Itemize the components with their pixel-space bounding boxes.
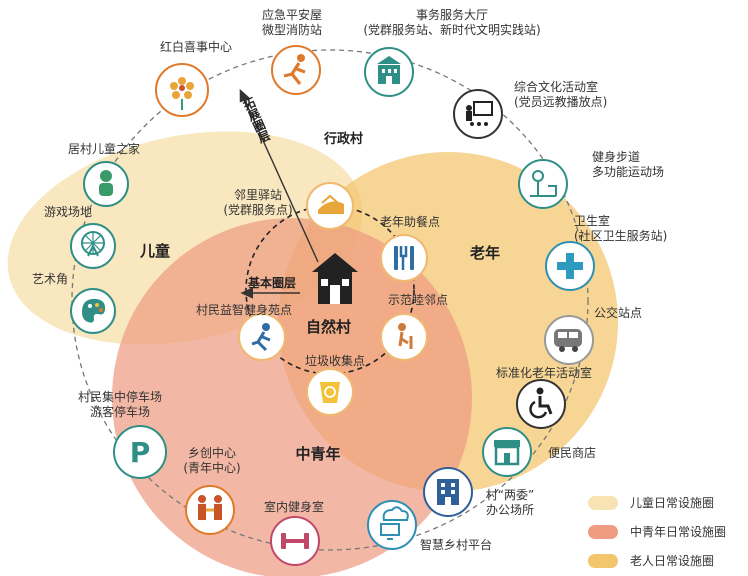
outer-node[interactable] bbox=[423, 467, 473, 517]
outer-node[interactable] bbox=[185, 485, 235, 535]
basic-ring-label: 基本圈层 bbox=[248, 276, 297, 290]
outer-node[interactable] bbox=[545, 241, 595, 291]
admin-ring-label: 行政村 bbox=[324, 132, 364, 147]
parking-icon: P bbox=[130, 436, 151, 469]
youth-zone-label: 中青年 bbox=[295, 445, 341, 463]
outer-node[interactable]: P bbox=[113, 425, 167, 479]
office-building-icon bbox=[437, 479, 459, 505]
bus-icon bbox=[554, 329, 582, 352]
ferris-wheel-icon bbox=[81, 231, 105, 257]
outer-node[interactable] bbox=[453, 89, 503, 139]
outer-node-label: 游戏场地 bbox=[43, 205, 93, 219]
inner-node-label: 邻里驿站(党群服务点) bbox=[223, 188, 293, 217]
shop-icon bbox=[494, 440, 520, 466]
outer-node[interactable] bbox=[518, 159, 568, 209]
outer-node-label: 健身步道多功能运动场 bbox=[592, 150, 665, 179]
outer-node[interactable] bbox=[544, 315, 594, 365]
cutlery-icon bbox=[394, 246, 414, 270]
elder-walking-icon bbox=[398, 323, 413, 349]
hand-home-icon bbox=[318, 194, 344, 214]
outer-node[interactable] bbox=[155, 63, 209, 117]
legend-swatch bbox=[588, 495, 618, 510]
child-zone-label: 儿童 bbox=[139, 242, 171, 260]
inner-node[interactable] bbox=[238, 313, 286, 361]
lecture-icon bbox=[466, 101, 493, 126]
legend-swatch bbox=[588, 553, 618, 568]
medical-cross-icon bbox=[557, 253, 583, 279]
outer-node-label: 艺术角 bbox=[31, 272, 69, 286]
outer-node-label: 居村儿童之家 bbox=[67, 142, 141, 156]
baby-icon bbox=[99, 170, 113, 196]
legend-label: 中青年日常设施圈 bbox=[630, 525, 727, 539]
outer-node-label: 室内健身室 bbox=[263, 500, 325, 514]
legend-label: 老人日常设施圈 bbox=[630, 554, 715, 568]
wheelchair-icon bbox=[529, 387, 553, 419]
handshake-icon bbox=[198, 495, 222, 520]
cloud-computer-icon bbox=[380, 506, 409, 540]
running-person-icon bbox=[251, 323, 271, 352]
outer-node[interactable] bbox=[367, 500, 417, 550]
legend-label: 儿童日常设施圈 bbox=[630, 496, 715, 510]
outer-node[interactable] bbox=[364, 47, 414, 97]
fitness-track-icon bbox=[530, 170, 557, 197]
center-title: 自然村 bbox=[306, 318, 352, 336]
outer-node[interactable] bbox=[270, 516, 320, 566]
inner-node-label: 示范睦邻点 bbox=[387, 293, 449, 307]
outer-node-label: 标准化老年活动室 bbox=[496, 366, 593, 380]
outer-node-label: 便民商店 bbox=[548, 446, 597, 460]
outer-node-label: 村民集中停车场游客停车场 bbox=[77, 390, 163, 419]
outer-node-label: 村“两委”办公场所 bbox=[485, 488, 535, 517]
legend: 儿童日常设施圈 中青年日常设施圈 老人日常设施圈 bbox=[588, 488, 726, 575]
government-building-icon bbox=[377, 56, 401, 84]
outer-node-label: 智慧乡村平台 bbox=[420, 538, 493, 552]
outer-node-label: 乡创中心(青年中心) bbox=[183, 446, 241, 475]
inner-node[interactable] bbox=[380, 234, 428, 282]
outer-node[interactable] bbox=[516, 379, 566, 429]
outer-node[interactable] bbox=[271, 45, 321, 95]
legend-swatch bbox=[588, 524, 618, 539]
inner-node[interactable] bbox=[380, 313, 428, 361]
runner-icon bbox=[283, 54, 306, 85]
outer-node-label: 综合文化活动室(党员远教播放点) bbox=[514, 80, 608, 109]
inner-node-label: 村民益智健身苑点 bbox=[195, 303, 293, 317]
outer-node-label: 公交站点 bbox=[594, 306, 643, 320]
legend-item: 中青年日常设施圈 bbox=[588, 517, 726, 546]
elder-zone-label: 老年 bbox=[469, 244, 501, 262]
inner-node-label: 老年助餐点 bbox=[379, 215, 441, 229]
outer-node-label: 卫生室(社区卫生服务站) bbox=[574, 214, 668, 243]
legend-item: 儿童日常设施圈 bbox=[588, 488, 726, 517]
outer-node[interactable] bbox=[70, 223, 116, 269]
inner-node[interactable] bbox=[306, 368, 354, 416]
outer-node[interactable] bbox=[70, 288, 116, 334]
legend-item: 老人日常设施圈 bbox=[588, 546, 726, 575]
outer-node[interactable] bbox=[83, 161, 129, 207]
inner-node[interactable] bbox=[306, 182, 354, 230]
expand-arrow bbox=[239, 88, 319, 263]
outer-node-label: 红白喜事中心 bbox=[159, 40, 233, 54]
palette-icon bbox=[82, 298, 106, 323]
outer-node-label: 应急平安屋微型消防站 bbox=[261, 8, 323, 37]
recycle-bin-icon bbox=[320, 382, 340, 403]
outer-node-label: 事务服务大厅(党群服务站、新时代文明实践站) bbox=[363, 8, 541, 37]
dumbbell-icon bbox=[281, 533, 309, 549]
house-icon bbox=[312, 253, 358, 304]
outer-node[interactable] bbox=[482, 427, 532, 477]
inner-node-label: 垃圾收集点 bbox=[304, 354, 366, 368]
flower-icon bbox=[170, 77, 194, 110]
admin-ring bbox=[71, 49, 589, 551]
